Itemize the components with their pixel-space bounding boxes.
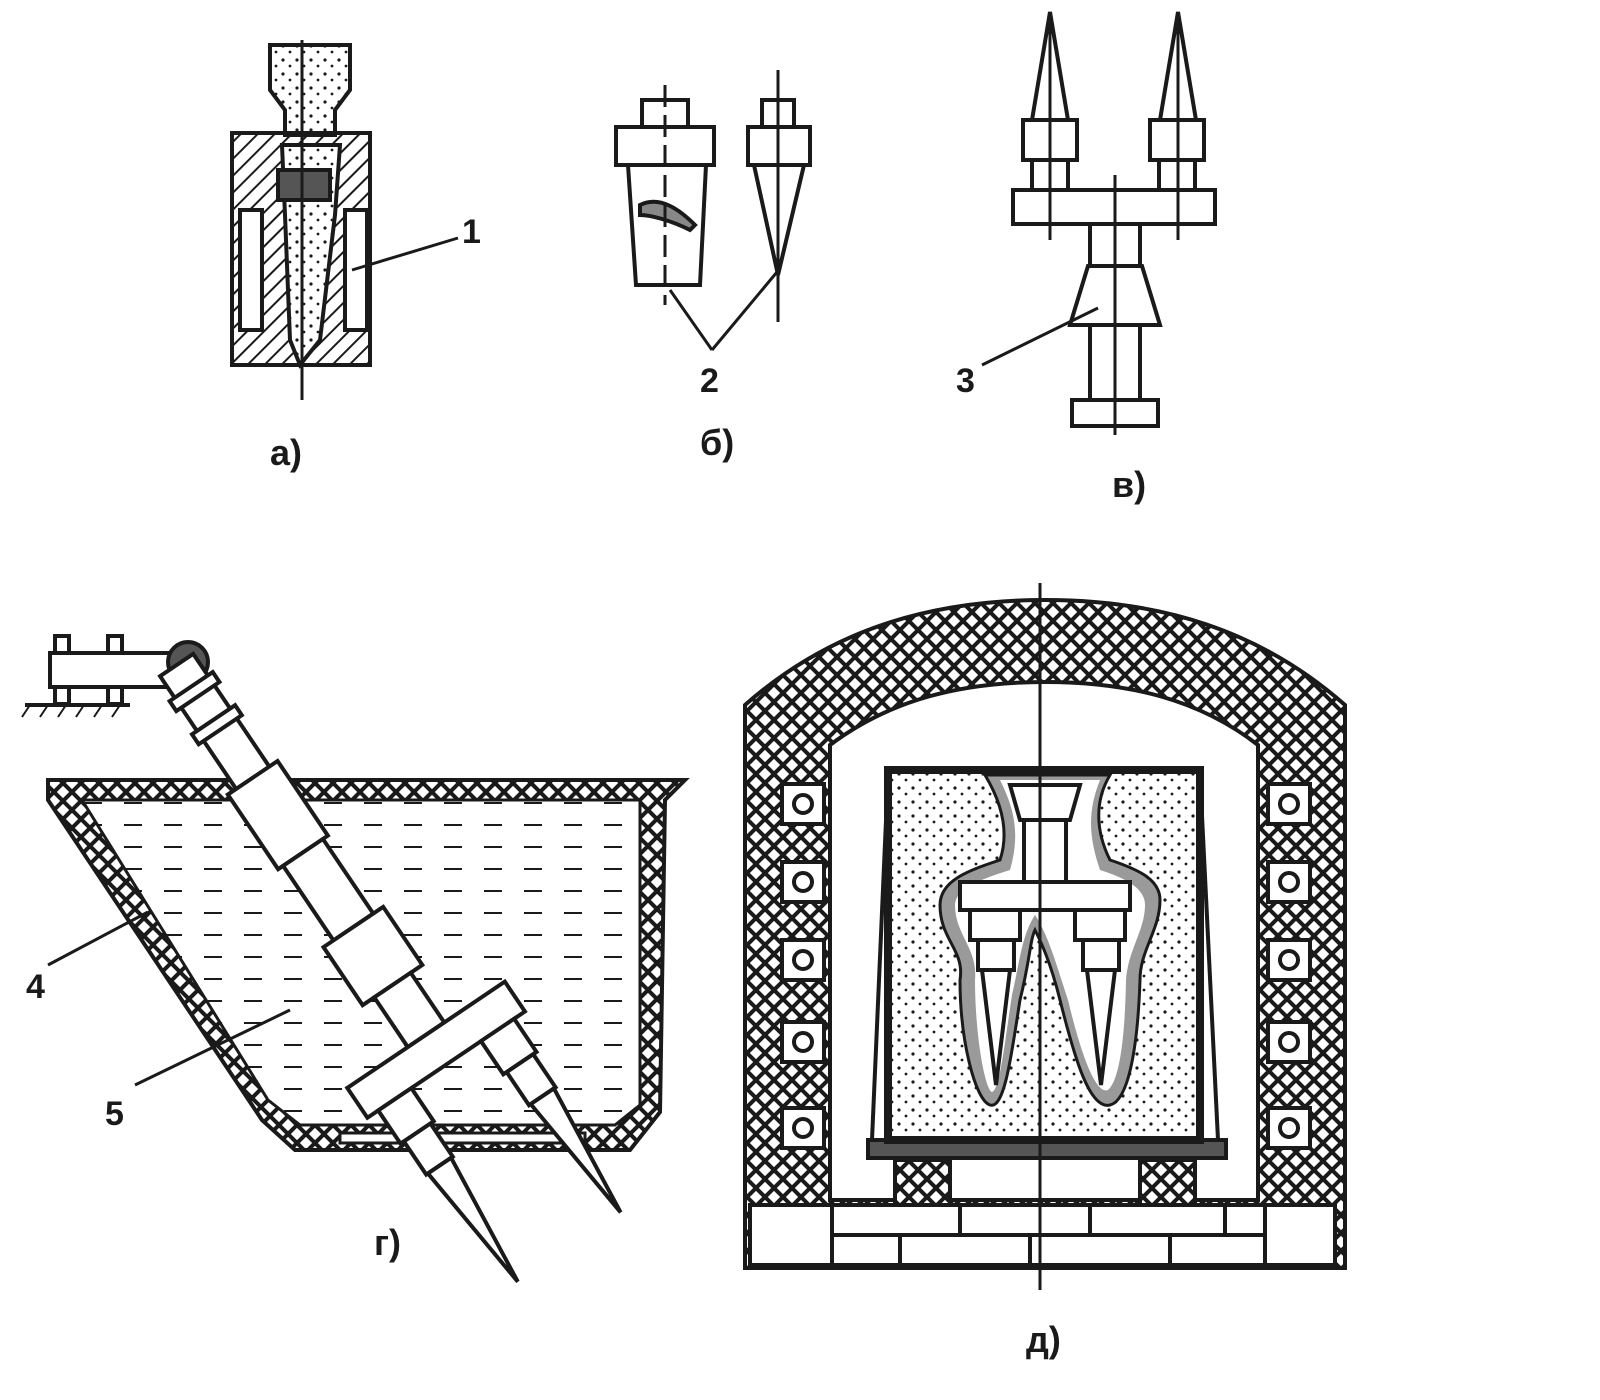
caption-d: д) xyxy=(1026,1319,1061,1360)
caption-v: в) xyxy=(1112,464,1146,505)
panel-b-wax-patterns xyxy=(614,70,812,351)
panel-a-pattern-die xyxy=(230,40,459,400)
callout-3: 3 xyxy=(956,362,975,400)
callout-2: 2 xyxy=(700,362,719,400)
caption-a: а) xyxy=(270,432,302,473)
caption-g: г) xyxy=(374,1222,401,1263)
callout-1: 1 xyxy=(462,213,481,251)
caption-b: б) xyxy=(700,422,734,463)
callout-5: 5 xyxy=(105,1095,124,1133)
callout-4: 4 xyxy=(26,968,45,1006)
panel-g-dipping-tank xyxy=(21,634,690,1283)
panel-d-furnace xyxy=(743,583,1347,1290)
panel-v-pattern-cluster xyxy=(981,11,1217,435)
